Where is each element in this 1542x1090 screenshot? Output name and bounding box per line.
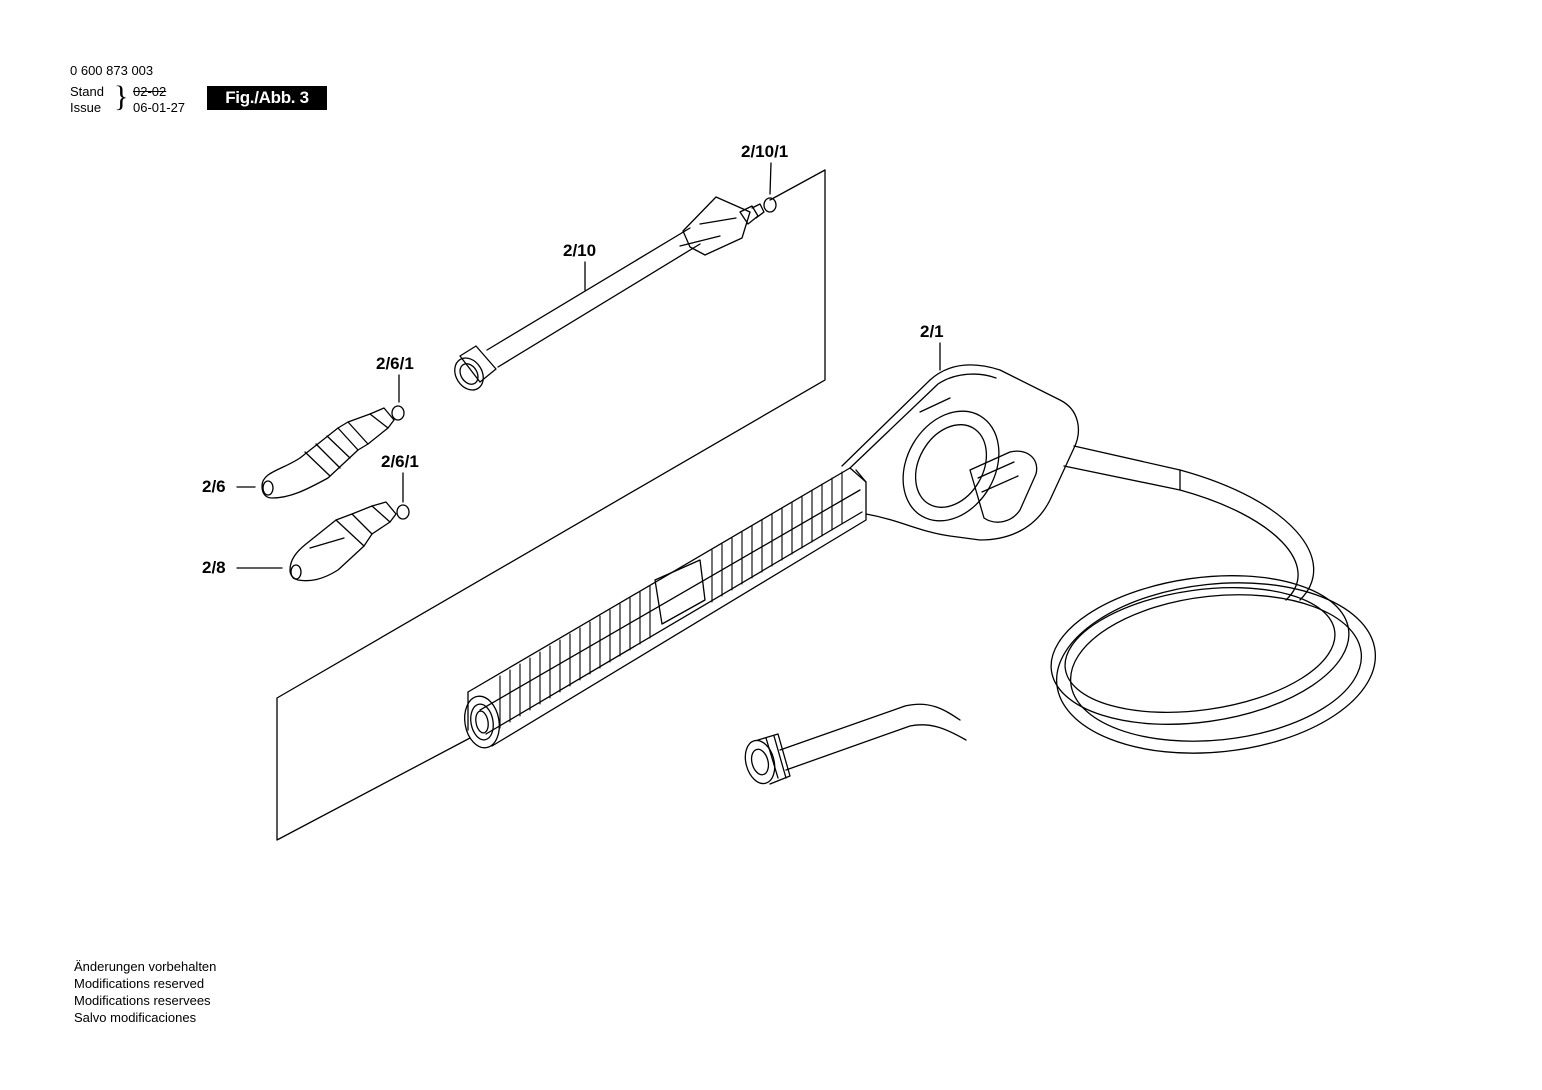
figure-badge: Fig./Abb. 3 — [207, 86, 327, 110]
part-number: 0 600 873 003 — [70, 63, 154, 78]
trigger-gun-2-1 — [841, 364, 1181, 541]
rotary-nozzle-2-6 — [261, 407, 395, 499]
note-french: Modifications reservees — [74, 993, 211, 1008]
callout-2-10: 2/10 — [563, 241, 597, 260]
stand-date: 02-02 — [133, 84, 167, 99]
brace-icon: } — [114, 80, 129, 113]
extension-tube-ribs — [499, 471, 843, 729]
modifications-notice: Änderungen vorbehalten Modifications res… — [74, 958, 216, 1026]
extension-tube — [464, 467, 867, 749]
hose-coupling-nut — [744, 733, 791, 785]
issue-label: Issue — [70, 100, 102, 115]
note-spanish: Salvo modificaciones — [74, 1010, 197, 1025]
callout-2-6-1-lower: 2/6/1 — [381, 452, 419, 471]
nozzle-2-8 — [289, 501, 397, 582]
callout-2-6-1-upper: 2/6/1 — [376, 354, 414, 373]
stand-label: Stand — [70, 84, 104, 99]
note-english: Modifications reserved — [74, 976, 205, 991]
o-ring-2-6-1-lower — [396, 504, 410, 520]
note-german: Änderungen vorbehalten — [74, 959, 217, 974]
hose-coil — [779, 469, 1377, 771]
callout-2-6: 2/6 — [202, 477, 226, 496]
callout-2-8: 2/8 — [202, 558, 226, 577]
spray-lance-2-10 — [454, 196, 765, 391]
issue-date: 06-01-27 — [133, 100, 186, 115]
assembly-reference-frame — [276, 169, 826, 841]
callout-2-1: 2/1 — [920, 322, 944, 341]
o-ring-2-6-1-upper — [391, 405, 405, 421]
callout-2-10-1: 2/10/1 — [741, 142, 789, 161]
o-ring-2-10-1 — [763, 197, 777, 213]
